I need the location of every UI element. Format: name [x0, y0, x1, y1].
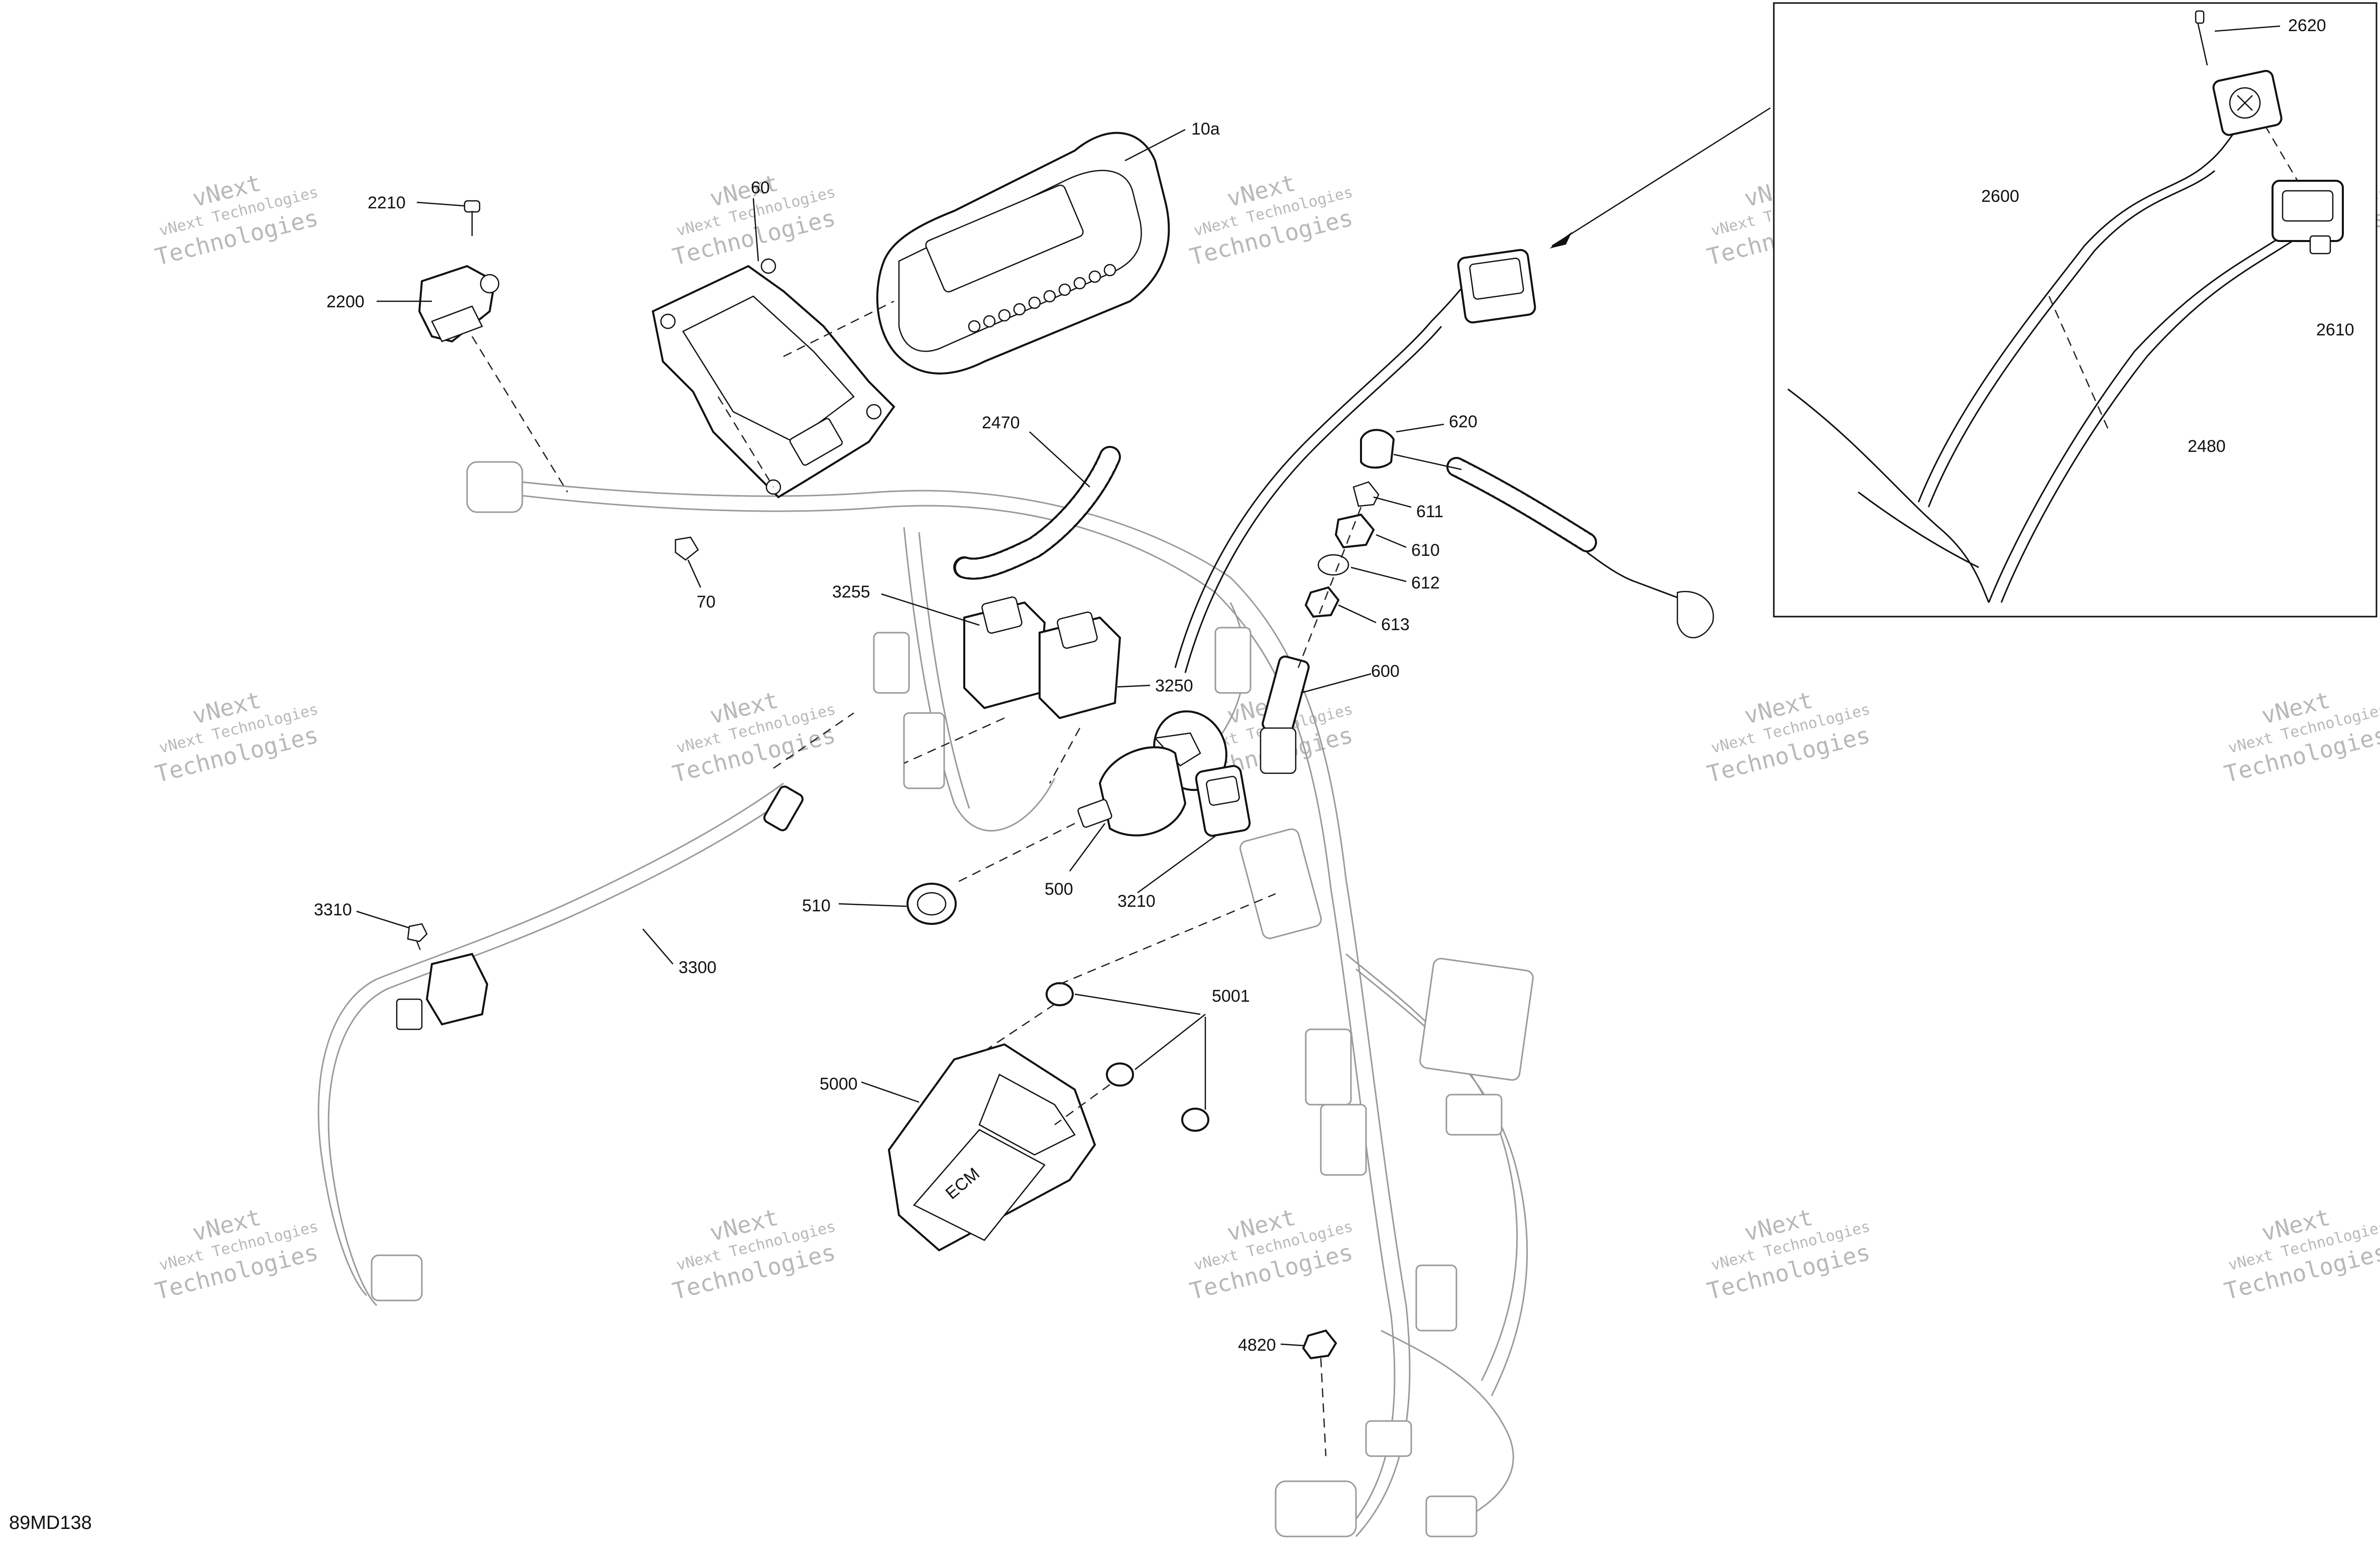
callout-5001: 5001 [1212, 987, 1250, 1006]
callout-4820: 4820 [1238, 1336, 1276, 1355]
ring-510 [838, 883, 957, 925]
switch-3250 [1039, 611, 1151, 720]
callout-3210: 3210 [1117, 892, 1156, 911]
callout-3250: 3250 [1155, 676, 1193, 695]
callout-2200: 2200 [326, 292, 365, 311]
callout-613: 613 [1381, 615, 1410, 634]
loom-2470 [953, 431, 1121, 580]
watermark: vNext Technologies vNext Technologies [1187, 169, 1355, 271]
watermark: vNext Technologies vNext Technologies [2221, 1204, 2380, 1305]
callout-10a: 10a [1191, 120, 1220, 139]
connector-3210 [1137, 765, 1251, 894]
callout-500: 500 [1045, 880, 1073, 899]
watermark: vNext Technologies vNext Technologies [152, 686, 321, 788]
callout-2480: 2480 [2188, 437, 2226, 456]
nuts-5001 [979, 893, 1276, 1132]
cluster-buttons [968, 264, 1116, 333]
callout-2610: 2610 [2316, 320, 2354, 339]
cluster-support [651, 198, 895, 499]
callout-60: 60 [751, 178, 770, 197]
watermark: vNext Technologies vNext Technologies [2221, 686, 2380, 788]
callout-2210: 2210 [368, 193, 406, 212]
drawing-id: 89MD138 [9, 1512, 92, 1533]
main-harness [466, 461, 1534, 1537]
watermark: vNext Technologies vNext Technologies [1704, 686, 1873, 788]
callout-2470: 2470 [982, 413, 1020, 432]
sensor-600 [1260, 655, 1372, 774]
clip-70 [674, 536, 702, 588]
watermark: vNext Technologies vNext Technologies [669, 1204, 838, 1305]
watermark: vNext Technologies vNext Technologies [1704, 1204, 1873, 1305]
tether-620 [1174, 249, 1714, 673]
detail-inset [1549, 2, 2377, 618]
fastener-stack [1297, 481, 1412, 668]
callout-3300: 3300 [678, 958, 717, 977]
callout-612: 612 [1411, 573, 1440, 592]
callout-611: 611 [1416, 502, 1443, 521]
callout-3255: 3255 [832, 582, 870, 602]
sensor-2200 [377, 200, 569, 493]
instrument-cluster [876, 129, 1186, 375]
callout-510: 510 [802, 896, 831, 915]
bolt-3310 [356, 910, 428, 955]
callout-2600: 2600 [1981, 187, 2019, 206]
watermark: vNext Technologies vNext Technologies [152, 169, 321, 271]
nut-4820 [1280, 1329, 1337, 1457]
callout-620: 620 [1449, 412, 1478, 431]
callout-2620: 2620 [2288, 16, 2326, 35]
watermark: vNext Technologies vNext Technologies [1187, 1204, 1355, 1305]
harness-3300 [317, 712, 854, 1307]
ecm-5000: ECM [861, 1043, 1096, 1252]
callout-3310: 3310 [314, 900, 352, 919]
callout-70: 70 [697, 592, 716, 612]
watermark: vNext Technologies vNext Technologies [152, 1204, 321, 1305]
callout-600: 600 [1371, 662, 1400, 681]
ignition-500 [954, 710, 1227, 885]
watermark: vNext Technologies vNext Technologies [669, 169, 838, 271]
watermark: vNext Technologies vNext Technologies [669, 686, 838, 788]
callout-5000: 5000 [820, 1075, 858, 1094]
callout-labels: 2620 2600 2610 2480 10a 60 2210 2200 70 … [314, 16, 2354, 1355]
callout-610: 610 [1411, 541, 1440, 560]
